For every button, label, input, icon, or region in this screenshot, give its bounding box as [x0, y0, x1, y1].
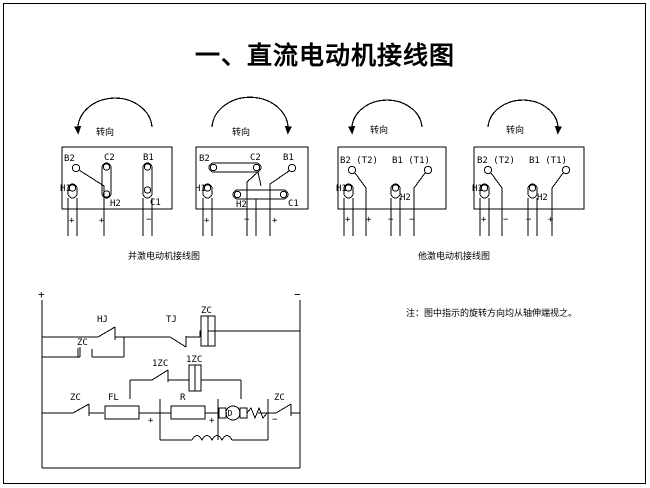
label-b2t2-box3: B2 (T2) — [340, 156, 378, 166]
ladder-label-zc-hold: ZC — [77, 338, 88, 348]
ladder-label-hj: HJ — [97, 315, 108, 325]
ladder-label-zc-right: ZC — [274, 393, 285, 403]
polarity-box1-3: − — [146, 215, 152, 225]
label-h1-box1: H1 — [60, 184, 71, 194]
label-b2-box2: B2 — [199, 154, 210, 164]
polarity-box4-2: − — [503, 215, 509, 225]
rotation-label-3: 转向 — [370, 124, 388, 136]
label-h2-box1: H2 — [110, 199, 121, 209]
label-b1-box1: B1 — [143, 153, 154, 163]
ladder-label-zc-coil: ZC — [201, 306, 212, 316]
rotation-label-1: 转向 — [96, 126, 114, 138]
caption-separately-excited-wiring: 他激电动机接线图 — [418, 252, 491, 262]
label-c1-box1: C1 — [150, 198, 161, 208]
ladder-polarity-right: − — [272, 415, 278, 425]
polarity-box3-4: − — [409, 215, 415, 225]
label-c2-box2: C2 — [250, 153, 261, 163]
terminal-box-sep-cw — [337, 99, 447, 236]
label-h2-box4: H2 — [537, 193, 548, 203]
polarity-box3-3: − — [388, 215, 394, 225]
terminal-box-shunt-ccw — [195, 96, 309, 236]
label-h1-box2: H1 — [195, 184, 206, 194]
control-ladder-diagram — [41, 300, 301, 469]
label-h1-box4: H1 — [472, 184, 483, 194]
polarity-box2-2: − — [244, 215, 250, 225]
ladder-label-r: R — [180, 393, 186, 403]
ladder-label-fl: FL — [108, 393, 119, 403]
label-c1-box2: C1 — [288, 199, 299, 209]
ladder-label-1zc-coil: 1ZC — [186, 355, 202, 365]
ladder-polarity-mid: + — [209, 416, 215, 426]
label-b2t2-box4: B2 (T2) — [477, 156, 515, 166]
polarity-box2-1: + — [204, 216, 210, 226]
ladder-label-motor-d: D — [228, 409, 233, 418]
label-b1t1-box4: B1 (T1) — [529, 156, 567, 166]
ladder-rail-negative: − — [294, 288, 301, 301]
ladder-label-1zc-contact: 1ZC — [152, 359, 168, 369]
label-h2-box2: H2 — [236, 200, 247, 210]
polarity-box1-1: + — [69, 216, 75, 226]
diagram-note: 注：图中指示的旋转方向均从轴伸端视之。 — [406, 309, 578, 319]
polarity-box3-1: + — [345, 215, 351, 225]
label-h2-box3: H2 — [400, 193, 411, 203]
polarity-box4-4: + — [548, 215, 554, 225]
polarity-box4-1: + — [481, 215, 487, 225]
polarity-box3-2: + — [366, 215, 372, 225]
ladder-label-zc-left: ZC — [70, 393, 81, 403]
rotation-label-2: 转向 — [232, 126, 250, 138]
page-title: 一、直流电动机接线图 — [194, 41, 455, 70]
label-c2-box1: C2 — [104, 153, 115, 163]
polarity-box4-3: − — [526, 215, 532, 225]
label-b1t1-box3: B1 (T1) — [392, 156, 430, 166]
page-border — [3, 3, 646, 484]
label-h1-box3: H1 — [336, 184, 347, 194]
terminal-box-sep-ccw — [473, 99, 585, 236]
caption-shunt-wiring: 并激电动机接线图 — [128, 252, 201, 262]
polarity-box1-2: + — [99, 216, 105, 226]
terminal-box-shunt-cw — [61, 97, 173, 236]
ladder-label-tj: TJ — [166, 315, 177, 325]
polarity-box2-3: + — [272, 216, 278, 226]
label-b2-box1: B2 — [64, 154, 75, 164]
ladder-polarity-left: + — [148, 416, 154, 426]
rotation-label-4: 转向 — [506, 124, 524, 136]
label-b1-box2: B1 — [283, 153, 294, 163]
ladder-rail-positive: + — [38, 288, 45, 301]
